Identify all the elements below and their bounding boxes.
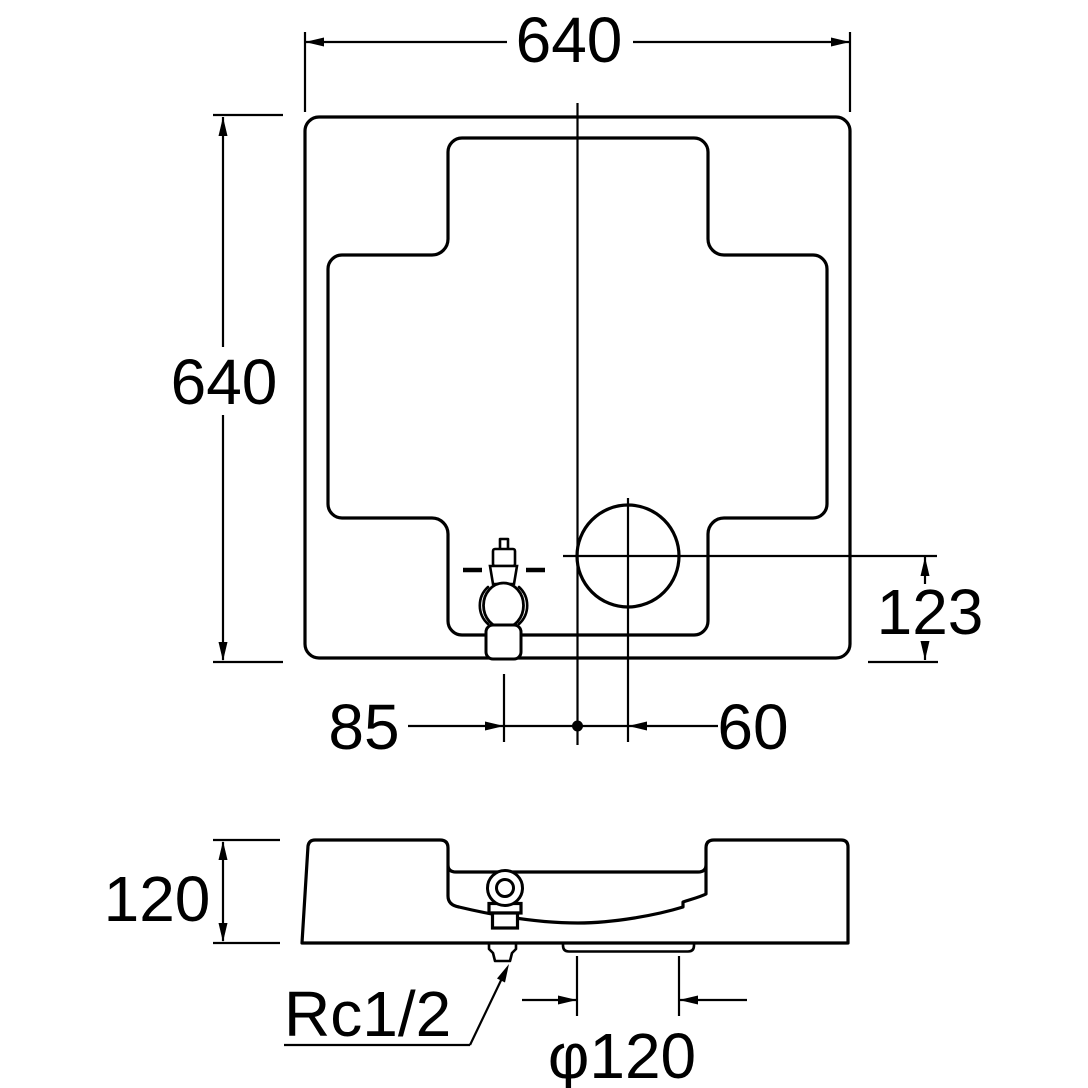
arrowhead-left: [628, 721, 647, 731]
arrowhead-down: [218, 642, 228, 661]
dim-label-drain-to-edge: 123: [877, 576, 984, 648]
faucet-symbol-plan: [463, 537, 545, 661]
plan-view: 640 640 123 85 6: [171, 4, 984, 763]
arrowhead-left: [679, 995, 698, 1005]
leader-line: [469, 971, 506, 1046]
faucet-bulge-right: [517, 585, 529, 626]
arrowhead-right: [831, 37, 850, 47]
faucet-bulge-left: [478, 585, 490, 626]
dim-label-faucet-to-center: 85: [328, 691, 399, 763]
dim-label-drain-diameter: φ120: [548, 1020, 696, 1088]
arrowhead-right: [558, 995, 577, 1005]
drain-recess-plate: [561, 941, 696, 953]
arrowhead-up: [920, 557, 930, 576]
arrowhead-up: [218, 841, 228, 860]
faucet-neck: [488, 564, 519, 586]
arrowhead-left: [305, 37, 324, 47]
tap-thread-connection: [487, 941, 518, 963]
dim-faucet-drain-offsets: 85 60: [328, 691, 788, 763]
center-reference-dot: [572, 720, 583, 732]
dim-label-width: 640: [516, 4, 623, 76]
faucet-base: [484, 623, 523, 661]
arrowhead-down: [920, 641, 930, 660]
dim-left-height: 640: [171, 113, 283, 664]
faucet-head: [491, 547, 517, 568]
dim-drain-diameter: φ120: [522, 956, 747, 1088]
dim-label-height: 640: [171, 346, 278, 418]
label-tap-thread: Rc1/2: [284, 964, 509, 1050]
faucet-nut: [490, 911, 520, 930]
tap-thread-label: Rc1/2: [284, 978, 451, 1050]
arrowhead-right: [485, 721, 504, 731]
dim-side-height: 120: [104, 838, 280, 945]
dim-top-width: 640: [303, 4, 852, 112]
dim-label-center-to-drain: 60: [717, 691, 788, 763]
pan-profile-outline: [300, 838, 850, 945]
dim-drain-to-edge: 123: [868, 557, 984, 664]
faucet-body: [482, 581, 525, 630]
dim-label-side-height: 120: [104, 863, 211, 935]
arrowhead-down: [218, 923, 228, 942]
faucet-symbol-side: [486, 869, 524, 930]
basin-floor-line: [446, 864, 708, 925]
leader-arrowhead: [497, 964, 509, 983]
pan-inner-recess-outline: [326, 136, 829, 637]
faucet-spout-inner: [495, 878, 515, 898]
arrowhead-up: [218, 117, 228, 136]
side-view: 120 φ120 Rc1/2: [104, 838, 850, 1088]
